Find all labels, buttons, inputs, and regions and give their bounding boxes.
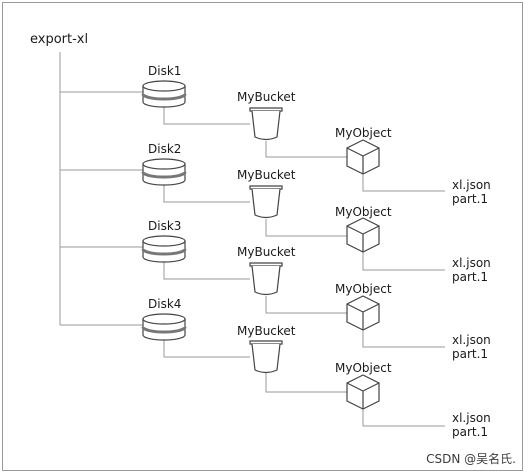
file-list: xl.json part.1 (452, 256, 491, 284)
disk-label: Disk2 (148, 142, 182, 156)
disk-bucket-link-4 (163, 339, 250, 358)
disk-label: Disk1 (148, 64, 182, 78)
bucket-icon (249, 185, 283, 219)
bucket-object-link-4 (265, 373, 347, 393)
object-files-link-3 (362, 330, 445, 348)
object-label: MyObject (335, 282, 392, 296)
file-list: xl.json part.1 (452, 178, 491, 206)
disk-bucket-link-2 (163, 184, 250, 203)
file-name: xl.json (452, 333, 491, 347)
file-name: part.1 (452, 192, 489, 206)
file-list: xl.json part.1 (452, 411, 491, 439)
object-files-link-4 (362, 409, 445, 427)
disk-label: Disk4 (148, 297, 182, 311)
cube-icon (346, 217, 380, 253)
bucket-icon (249, 107, 283, 141)
cube-icon (346, 295, 380, 331)
bucket-icon (249, 340, 283, 374)
disk-bucket-link-3 (163, 261, 250, 280)
bucket-object-link-2 (265, 219, 347, 237)
disk-icon (141, 80, 187, 108)
disk-bucket-link-1 (163, 106, 250, 125)
file-name: xl.json (452, 411, 491, 425)
bucket-object-link-3 (265, 296, 347, 314)
bucket-label: MyBucket (237, 168, 296, 182)
file-name: xl.json (452, 256, 491, 270)
file-name: part.1 (452, 270, 489, 284)
disk-icon (141, 235, 187, 263)
root-label: export-xl (30, 32, 89, 47)
object-label: MyObject (335, 126, 392, 140)
file-name: part.1 (452, 347, 489, 361)
file-list: xl.json part.1 (452, 333, 491, 361)
file-name: part.1 (452, 425, 489, 439)
diagram-frame (2, 2, 523, 471)
disk-label: Disk3 (148, 219, 182, 233)
object-files-link-2 (362, 252, 445, 271)
watermark: CSDN @吴名氏. (426, 452, 516, 466)
object-label: MyObject (335, 361, 392, 375)
file-name: xl.json (452, 178, 491, 192)
bucket-label: MyBucket (237, 90, 296, 104)
object-files-link-1 (362, 174, 445, 192)
bucket-label: MyBucket (237, 324, 296, 338)
disk-icon (141, 313, 187, 341)
bucket-object-link-1 (265, 141, 347, 158)
bucket-label: MyBucket (237, 245, 296, 259)
cube-icon (346, 139, 380, 175)
bucket-icon (249, 262, 283, 296)
object-label: MyObject (335, 205, 392, 219)
disk-icon (141, 158, 187, 186)
cube-icon (346, 374, 380, 410)
